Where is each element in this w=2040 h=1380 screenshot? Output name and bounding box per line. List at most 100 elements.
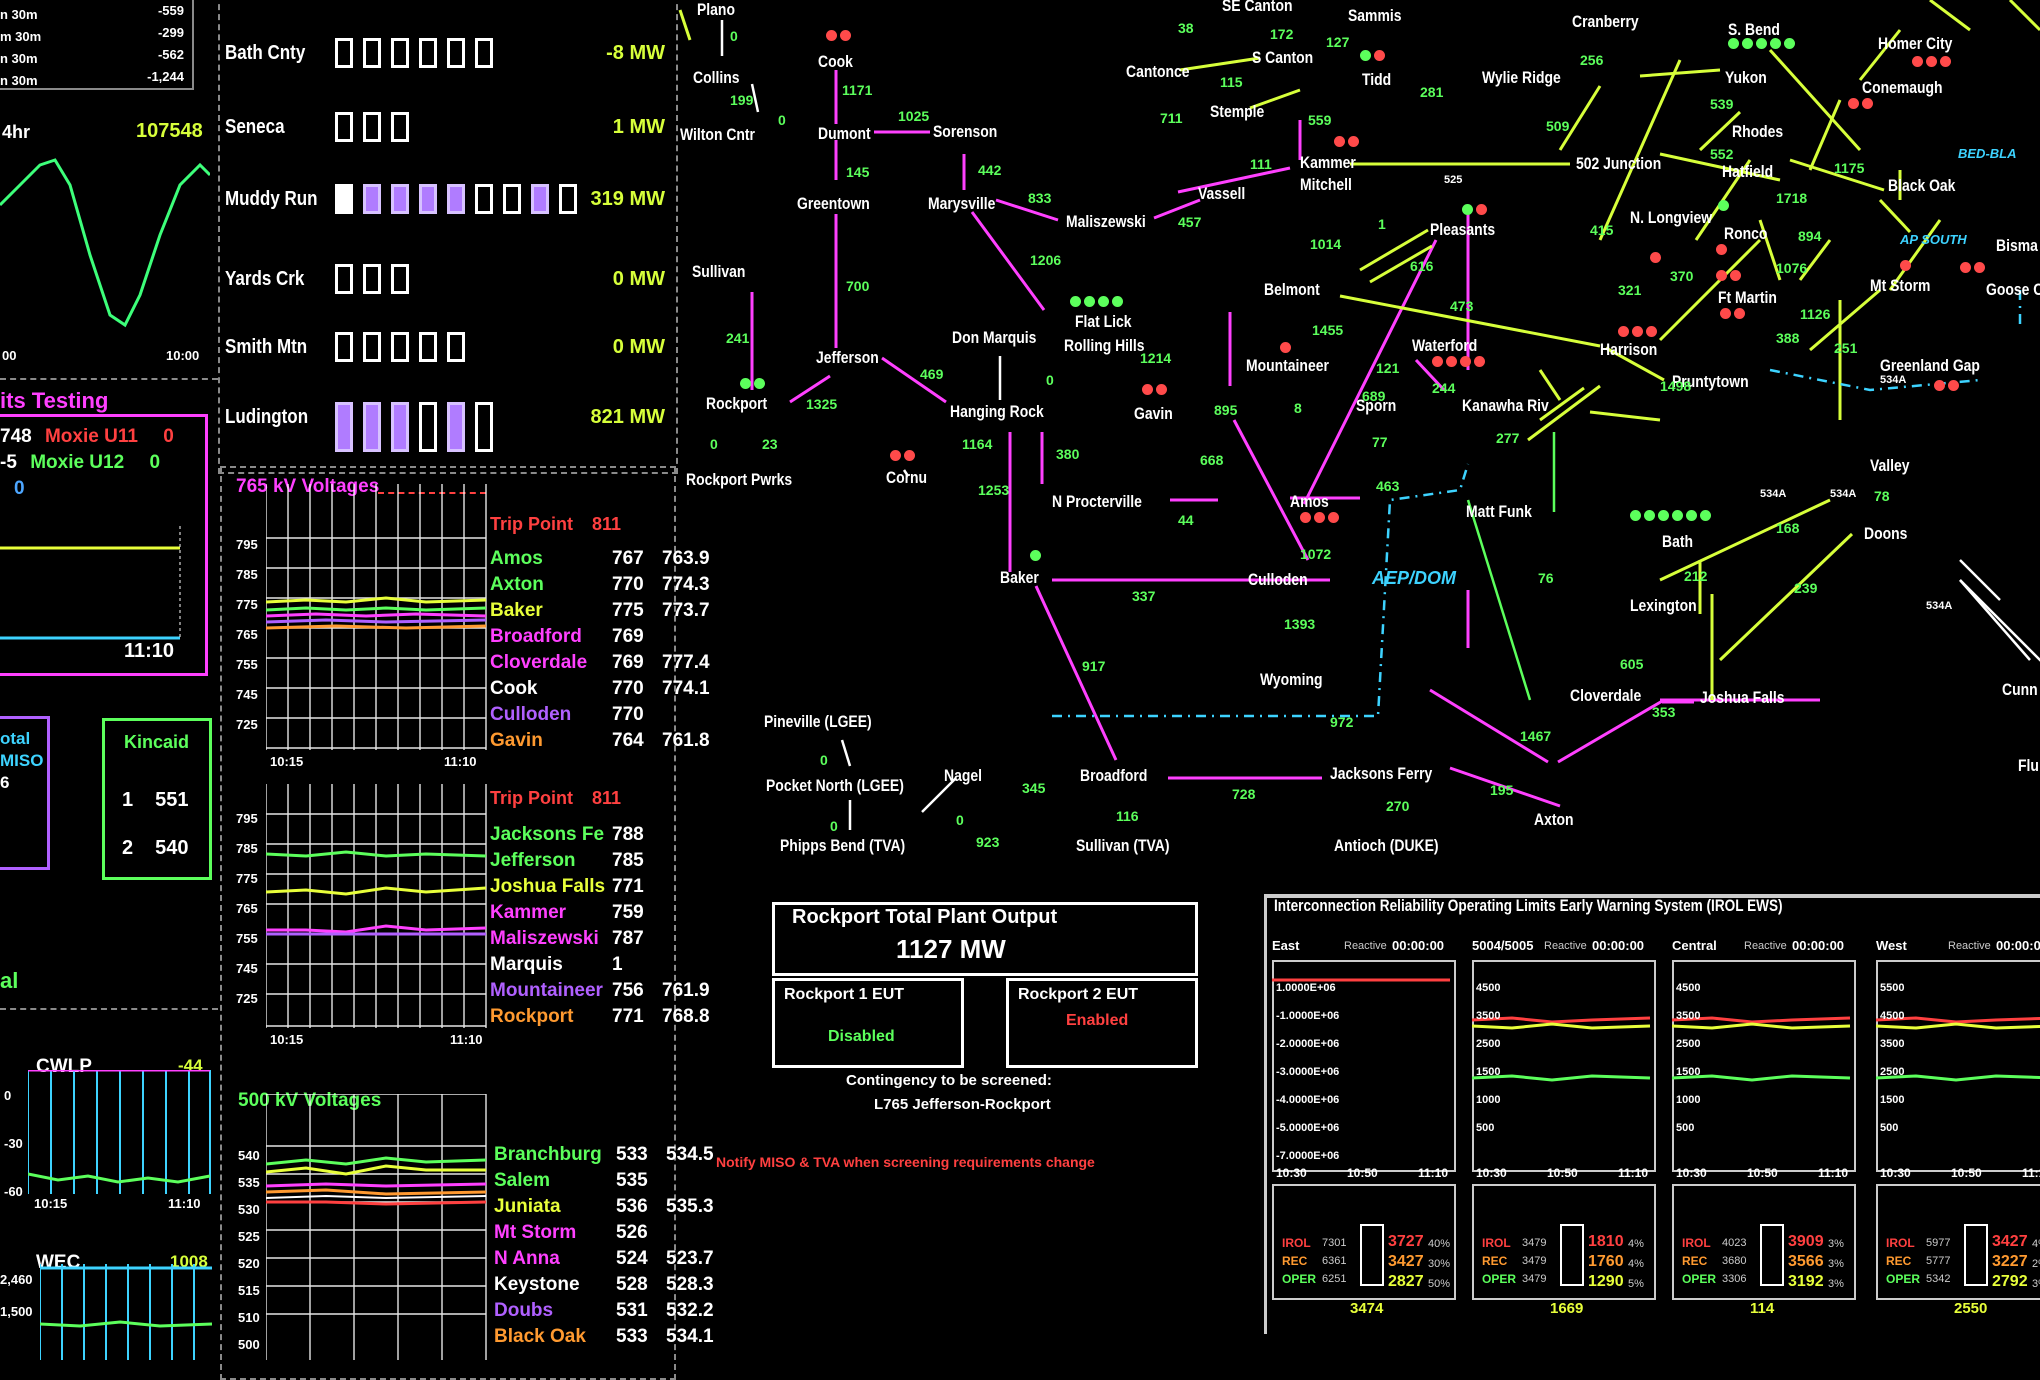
substation-label[interactable]: Mountaineer xyxy=(1246,356,1329,375)
substation-label[interactable]: Nagel xyxy=(944,766,982,785)
substation-label[interactable]: Gavin xyxy=(1134,404,1173,423)
irol-timer: 00:00:00 xyxy=(1996,938,2040,953)
substation-label[interactable]: Cranberry xyxy=(1572,12,1639,31)
substation-label[interactable]: Pocket North (LGEE) xyxy=(766,776,904,795)
substation-label[interactable]: Phipps Bend (TVA) xyxy=(780,836,906,855)
substation-label[interactable]: Flat Lick xyxy=(1075,312,1132,331)
substation-label[interactable]: 502 Junction xyxy=(1576,154,1662,173)
substation-label[interactable]: Marysville xyxy=(928,194,996,213)
substation-label[interactable]: Jefferson xyxy=(816,348,879,367)
substation-label[interactable]: Valley xyxy=(1870,456,1910,475)
substation-label[interactable]: Stemple xyxy=(1210,102,1265,121)
substation-label[interactable]: Rockport xyxy=(706,394,768,413)
substation-label[interactable]: Cook xyxy=(818,52,853,71)
substation-label[interactable]: Kanawha Riv xyxy=(1462,396,1549,415)
substation-label[interactable]: Rolling Hills xyxy=(1064,336,1145,355)
substation-label[interactable]: Pineville (LGEE) xyxy=(764,712,872,731)
substation-label[interactable]: Lexington xyxy=(1630,596,1697,615)
substation-label[interactable]: Cantonce xyxy=(1126,62,1190,81)
h24-sine-chart xyxy=(0,158,210,328)
irol-panel-name: East xyxy=(1272,938,1300,953)
voltage-trend: 773.7 xyxy=(662,600,710,621)
units-testing-chart xyxy=(0,526,181,640)
substation-label[interactable]: Maliszewski xyxy=(1066,212,1146,231)
substation-label[interactable]: Pleasants xyxy=(1430,220,1496,239)
substation-label[interactable]: Kammer xyxy=(1300,153,1356,172)
divider xyxy=(0,1008,218,1010)
breaker-status-dot xyxy=(1770,38,1781,49)
substation-label[interactable]: Joshua Falls xyxy=(1700,688,1785,707)
breaker-status-dot xyxy=(1644,510,1655,521)
substation-label[interactable]: Goose C xyxy=(1986,280,2040,299)
breaker-status-dot xyxy=(1314,512,1325,523)
substation-label[interactable]: Broadford xyxy=(1080,766,1148,785)
substation-label[interactable]: Wyoming xyxy=(1260,670,1323,689)
substation-label[interactable]: Waterford xyxy=(1412,336,1478,355)
substation-label[interactable]: N Procterville xyxy=(1052,492,1142,511)
substation-label[interactable]: Tidd xyxy=(1362,70,1392,89)
substation-label[interactable]: Ft Martin xyxy=(1718,288,1777,307)
substation-label[interactable]: Matt Funk xyxy=(1466,502,1532,521)
substation-label[interactable]: Mt Storm xyxy=(1870,276,1931,295)
substation-label[interactable]: Sammis xyxy=(1348,6,1402,25)
substation-label[interactable]: Cloverdale xyxy=(1570,686,1642,705)
substation-label[interactable]: Hanging Rock xyxy=(950,402,1044,421)
v765-trip-point-2: Trip Point 811 xyxy=(490,788,622,808)
substation-label[interactable]: Flu xyxy=(2018,756,2039,775)
substation-label[interactable]: Sorenson xyxy=(933,122,998,141)
substation-label[interactable]: Doons xyxy=(1864,524,1908,543)
notify-message: Notify MISO & TVA when screening require… xyxy=(716,1154,1095,1170)
substation-label[interactable]: Amos xyxy=(1290,492,1329,511)
substation-label[interactable]: Greentown xyxy=(797,194,870,213)
substation-label[interactable]: Cornu xyxy=(886,468,928,487)
substation-label[interactable]: Yukon xyxy=(1725,68,1767,87)
unit-status-indicator xyxy=(335,402,353,452)
rockport-1-eut-box[interactable] xyxy=(772,978,964,1068)
left-top-values: -559 -299 -562 -1,244 xyxy=(147,3,184,84)
substation-label[interactable]: Sullivan xyxy=(692,262,746,281)
substation-label[interactable]: Rhodes xyxy=(1732,122,1784,141)
substation-label[interactable]: Mitchell xyxy=(1300,175,1352,194)
voltage-station: Keystone xyxy=(494,1274,580,1295)
voltage-value: 528 xyxy=(616,1274,648,1295)
breaker-status-dot xyxy=(1476,204,1487,215)
substation-label[interactable]: N. Longview xyxy=(1630,208,1713,227)
substation-label[interactable]: Collins xyxy=(693,68,740,87)
substation-label[interactable]: Conemaugh xyxy=(1862,78,1943,97)
substation-label[interactable]: Wylie Ridge xyxy=(1482,68,1561,87)
breaker-status-dots xyxy=(1280,342,1291,353)
substation-label[interactable]: Antioch (DUKE) xyxy=(1334,836,1439,855)
substation-label[interactable]: Belmont xyxy=(1264,280,1320,299)
line-flow-value: 1076 xyxy=(1776,260,1808,276)
substation-label[interactable]: Culloden xyxy=(1248,570,1308,589)
substation-label[interactable]: Harrison xyxy=(1600,340,1658,359)
substation-label[interactable]: Rockport Pwrks xyxy=(686,470,793,489)
substation-label[interactable]: Axton xyxy=(1534,810,1574,829)
substation-label[interactable]: Wilton Cntr xyxy=(680,125,755,144)
substation-label[interactable]: S. Bend xyxy=(1728,20,1780,39)
substation-label[interactable]: Cunn xyxy=(2002,680,2038,699)
substation-label[interactable]: Bisma xyxy=(1996,236,2038,255)
substation-label[interactable]: Greenland Gap xyxy=(1880,356,1980,375)
substation-label[interactable]: Hatfield xyxy=(1722,162,1774,181)
rockport-2-eut-box[interactable] xyxy=(1006,978,1198,1068)
substation-label[interactable]: SE Canton xyxy=(1222,0,1293,15)
irol-limits-box xyxy=(1876,1184,2040,1300)
substation-label[interactable]: Jacksons Ferry xyxy=(1330,764,1433,783)
substation-label[interactable]: Plano xyxy=(697,0,735,19)
substation-label[interactable]: Bath xyxy=(1662,532,1693,551)
voltage-station: Black Oak xyxy=(494,1326,586,1347)
substation-label[interactable]: Homer City xyxy=(1878,34,1953,53)
substation-label[interactable]: Baker xyxy=(1000,568,1039,587)
substation-label[interactable]: Vassell xyxy=(1198,184,1246,203)
substation-label[interactable]: S Canton xyxy=(1252,48,1314,67)
substation-label[interactable]: Sporn xyxy=(1356,396,1397,415)
substation-label[interactable]: Ronco xyxy=(1724,224,1768,243)
substation-label[interactable]: Black Oak xyxy=(1888,176,1956,195)
substation-label[interactable]: Pruntytown xyxy=(1672,372,1749,391)
substation-label[interactable]: Sullivan (TVA) xyxy=(1076,836,1170,855)
substation-label[interactable]: Dumont xyxy=(818,124,871,143)
substation-label[interactable]: Don Marquis xyxy=(952,328,1037,347)
